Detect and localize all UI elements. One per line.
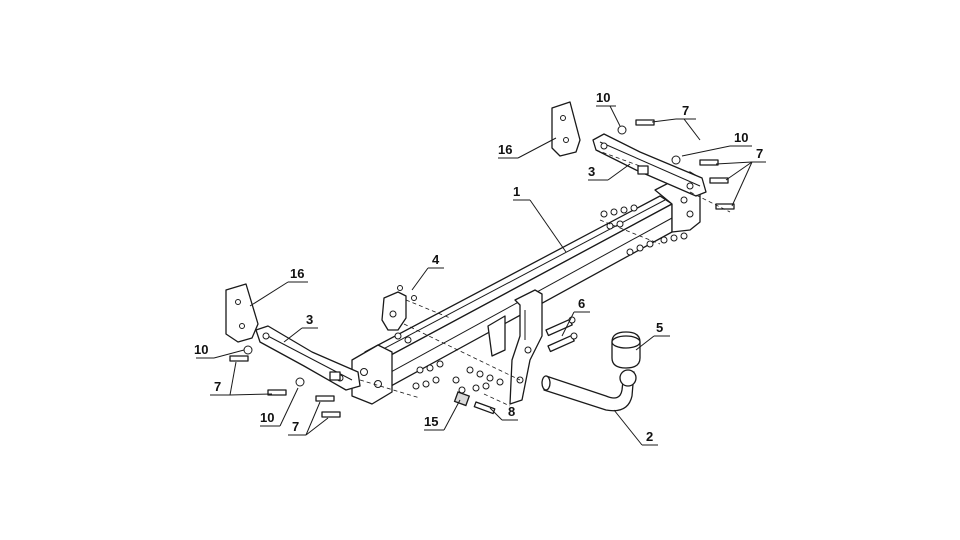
- callout-10-left: 10: [194, 342, 208, 357]
- bolt-8: [473, 401, 496, 415]
- callout-10-bottom: 10: [260, 410, 274, 425]
- callout-7-left: 7: [214, 379, 221, 394]
- callout-15: 15: [424, 414, 438, 429]
- bolt-set-7-upper: [635, 119, 735, 210]
- callout-4: 4: [432, 252, 440, 267]
- callout-16-right: 16: [498, 142, 512, 157]
- spring-washer-15: [453, 391, 471, 407]
- callout-3-right: 3: [588, 164, 595, 179]
- callout-2: 2: [646, 429, 653, 444]
- callout-8: 8: [508, 404, 515, 419]
- callout-7-bottom: 7: [292, 419, 299, 434]
- callout-10-right: 10: [734, 130, 748, 145]
- side-bracket-right: [592, 133, 707, 197]
- callout-7-right: 7: [756, 146, 763, 161]
- washers-10: [243, 125, 681, 387]
- callout-1: 1: [513, 184, 520, 199]
- bolt-set-6: [545, 316, 578, 353]
- callout-leaders: [196, 105, 766, 446]
- bolt-set-7-lower: [229, 355, 341, 418]
- mounting-plate-left: [225, 283, 259, 343]
- assembly-guide-lines: [359, 149, 731, 407]
- callout-3-left: 3: [306, 312, 313, 327]
- callout-16-left: 16: [290, 266, 304, 281]
- mounting-plate-right: [551, 101, 581, 157]
- callout-5: 5: [656, 320, 663, 335]
- nut-rows: [394, 204, 688, 394]
- callout-7-top: 7: [682, 103, 689, 118]
- side-bracket-left: [255, 325, 361, 391]
- callout-6: 6: [578, 296, 585, 311]
- callout-10-top: 10: [596, 90, 610, 105]
- tow-ball-cap: [611, 331, 641, 369]
- tow-ball-neck: [541, 369, 637, 412]
- crossbar: [351, 171, 701, 405]
